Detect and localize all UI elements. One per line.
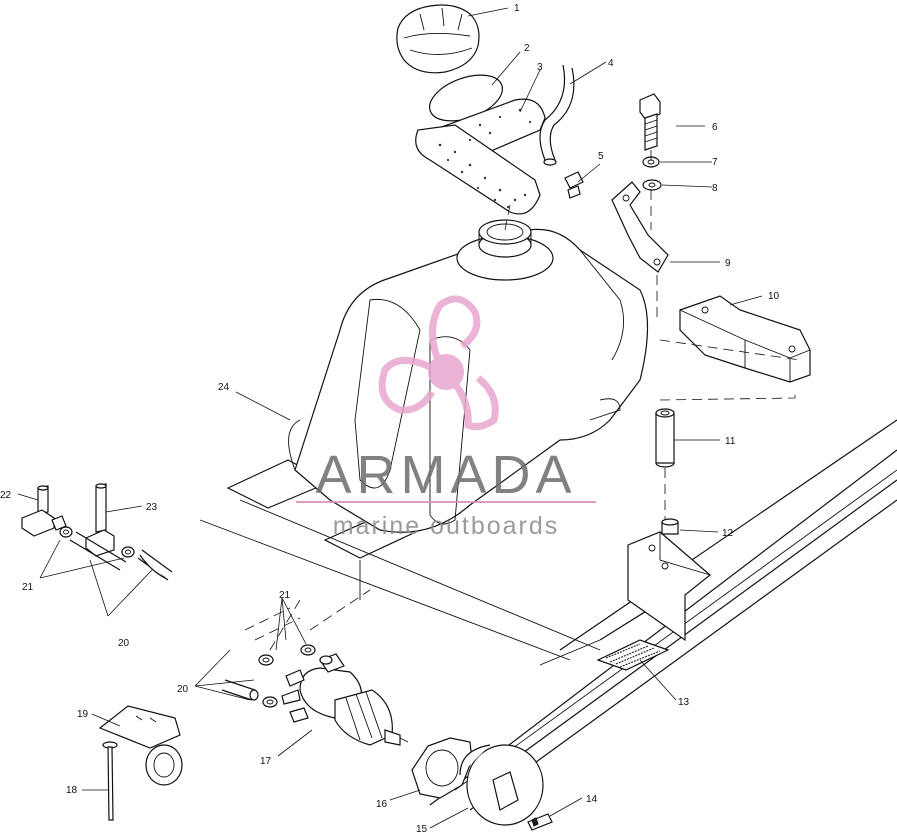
flat-washer xyxy=(642,179,662,191)
frame-mount-block xyxy=(627,531,711,642)
assembly-guide-lines xyxy=(269,150,801,651)
fuel-hose-center xyxy=(221,607,301,701)
callout-6: 6 xyxy=(712,122,718,133)
callout-22: 22 xyxy=(0,490,12,501)
rivet xyxy=(102,741,118,821)
mounting-bolt xyxy=(639,93,661,151)
callout-13: 13 xyxy=(678,697,690,708)
tank-bracket xyxy=(611,181,669,273)
tank-filler-neck xyxy=(456,219,554,281)
watermark-tagline: marine outboards xyxy=(333,512,560,540)
callout-16: 16 xyxy=(376,799,388,810)
callout-20-left: 20 xyxy=(118,638,130,649)
watermark-brand: ARMADA xyxy=(315,445,576,505)
callout-numbers: 1 2 3 4 5 6 7 8 9 10 11 12 13 14 15 16 1… xyxy=(0,3,780,835)
callout-18: 18 xyxy=(66,785,78,796)
left-fuel-valve xyxy=(21,485,67,537)
fuel-filter-sock xyxy=(415,98,546,215)
callout-17: 17 xyxy=(260,756,272,767)
fuel-pump xyxy=(281,653,409,746)
callout-8: 8 xyxy=(712,183,718,194)
callout-14: 14 xyxy=(586,794,598,805)
bushing xyxy=(661,518,679,535)
fuel-cap xyxy=(396,4,480,74)
rubber-mount xyxy=(679,295,811,383)
callout-12: 12 xyxy=(722,528,734,539)
vent-hose xyxy=(539,64,575,166)
callout-11: 11 xyxy=(725,436,736,447)
cap-screw xyxy=(527,813,553,831)
hose-clamps-left xyxy=(59,526,135,558)
warning-decal xyxy=(596,639,670,671)
end-cap xyxy=(459,744,544,826)
callout-24: 24 xyxy=(218,382,230,393)
vent-fitting xyxy=(564,171,584,199)
callout-10: 10 xyxy=(768,291,780,302)
callout-4: 4 xyxy=(608,58,614,69)
callout-21-left: 21 xyxy=(22,582,34,593)
leader-lines xyxy=(17,7,763,829)
callout-1: 1 xyxy=(514,3,520,14)
callout-3: 3 xyxy=(537,62,543,73)
callout-7: 7 xyxy=(712,157,718,168)
callout-15: 15 xyxy=(416,824,428,835)
propeller-logo-icon xyxy=(378,295,499,431)
callout-20-center: 20 xyxy=(177,684,189,695)
callout-2: 2 xyxy=(524,43,530,54)
hose-clamps-center xyxy=(258,644,333,708)
right-fuel-valve xyxy=(85,483,115,557)
callout-5: 5 xyxy=(598,151,604,162)
pump-bracket xyxy=(98,705,183,786)
callout-23: 23 xyxy=(146,502,158,513)
callout-19: 19 xyxy=(77,709,89,720)
callout-9: 9 xyxy=(725,258,731,269)
fuel-tank xyxy=(288,228,649,533)
callout-21-center: 21 xyxy=(279,590,291,601)
fuel-hose-left xyxy=(69,531,173,581)
spacer-tube xyxy=(655,408,675,468)
watermark-logo: ARMADA marine outboards xyxy=(296,295,596,540)
